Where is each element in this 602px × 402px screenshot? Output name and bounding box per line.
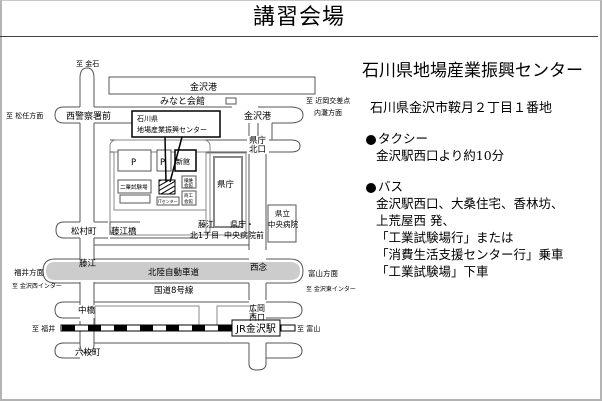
label-nishi-keisatsu: 西警察署前 bbox=[66, 110, 111, 122]
access-line: 「工業試験場」下車 bbox=[376, 264, 489, 279]
label-hospital-2: 中央病院 bbox=[268, 219, 298, 229]
label-shoko-1: 商工 bbox=[184, 192, 193, 199]
label-fukui-houmen: 福井方面 bbox=[14, 267, 44, 277]
label-kencho-kitaguchi-1: 県庁 bbox=[249, 135, 267, 146]
label-kencho-stop: 県庁・ bbox=[230, 219, 254, 229]
parking-2 bbox=[156, 149, 172, 172]
label-shinkan: 新館 bbox=[176, 157, 190, 166]
access-mode: タクシー bbox=[378, 131, 429, 146]
page-title: 講習会場 bbox=[0, 0, 598, 37]
label-kanazawa-nishi-ic: 至 金沢西インター bbox=[12, 282, 62, 290]
venue-name: 石川県地場産業振興センター bbox=[362, 61, 583, 81]
access-line: 「工業試験場行」または bbox=[376, 230, 514, 245]
minato-kaikan-icon bbox=[225, 97, 237, 105]
label-kencho: 県庁 bbox=[217, 179, 235, 190]
label-toyama-houmen: 富山方面 bbox=[308, 268, 338, 278]
label-to-chikaoka: 至 近岡交差点 bbox=[306, 96, 350, 105]
label-minato-kaikan: みなと会館 bbox=[160, 95, 205, 107]
venue-building bbox=[158, 179, 176, 195]
kencho-outer bbox=[205, 152, 247, 236]
road-route8-lower bbox=[93, 283, 267, 300]
label-to-fukui: 至 福井 bbox=[32, 324, 55, 333]
label-it-center: ITセンター bbox=[158, 198, 178, 204]
label-hokuriku-expressway: 北陸自動車道 bbox=[148, 267, 200, 278]
label-fujiebashi: 藤江橋 bbox=[111, 226, 137, 237]
road-nakahashi bbox=[54, 301, 303, 321]
jr-railway bbox=[60, 324, 296, 332]
parking-1 bbox=[117, 149, 152, 172]
label-nido-shikenjo: 二業試験場 bbox=[120, 183, 148, 191]
callout-line-2: 地場産業振興センター bbox=[137, 125, 207, 134]
road-fujie-link bbox=[93, 244, 250, 260]
access-line: 金沢駅西口、大桑住宅、香林坊、 bbox=[376, 196, 564, 211]
road-nishikeisatsu bbox=[54, 106, 304, 124]
label-fujie-stop: 藤江 bbox=[198, 219, 214, 229]
access-taxi: タクシー 金沢駅西口より約10分 bbox=[362, 130, 594, 164]
bullet-icon bbox=[366, 134, 376, 145]
label-jr-kanazawa: JR金沢駅 bbox=[235, 322, 276, 335]
route8-outline bbox=[42, 258, 304, 284]
label-hospital-1: 県立 bbox=[275, 208, 290, 218]
venue-callout bbox=[131, 110, 221, 138]
access-bus: バス 金沢駅西口、大桑住宅、香林坊、 上荒屋西 発、 「工業試験場行」または 「… bbox=[362, 178, 594, 280]
label-hirooka-1: 広岡 bbox=[249, 303, 265, 313]
shoko-kaikan-building bbox=[181, 190, 197, 206]
access-line: 金沢駅西口より約10分 bbox=[376, 148, 505, 163]
bullet-icon bbox=[366, 182, 376, 193]
hokuriku-expressway bbox=[46, 262, 300, 280]
access-mode: バス bbox=[378, 179, 404, 194]
label-kencho-kitaguchi-2: 北口 bbox=[249, 145, 266, 155]
road-rokumaimachi bbox=[54, 342, 303, 371]
venue-info: 石川県地場産業振興センター 石川県金沢市鞍月２丁目１番地 タクシー 金沢駅西口よ… bbox=[362, 56, 594, 280]
venue-address: 石川県金沢市鞍月２丁目１番地 bbox=[370, 101, 553, 116]
label-kanazawa-higashi-ic: 至 金沢東インター bbox=[306, 285, 356, 293]
label-route8: 国道8号線 bbox=[154, 285, 194, 296]
label-kanazawako-block: 金沢港 bbox=[190, 81, 217, 93]
label-nakahashi: 中橋 bbox=[78, 305, 96, 316]
label-to-kanaiwa: 至 金石 bbox=[76, 59, 99, 68]
label-hirooka-2: 西口 bbox=[249, 313, 265, 322]
kencho-block bbox=[213, 156, 243, 228]
label-kita1: 北1丁目 bbox=[190, 231, 219, 240]
sen-i-kaikan-building bbox=[181, 175, 197, 189]
jr-kanazawa-station bbox=[231, 319, 281, 337]
callout-line-1: 石川県 bbox=[137, 115, 158, 123]
label-chuo-byoin-mae: 中央病院前 bbox=[224, 230, 264, 240]
label-uchinada: 内灘方面 bbox=[314, 108, 342, 117]
access-line: 上荒屋西 発、 bbox=[376, 213, 455, 228]
callout-pointer bbox=[164, 136, 183, 183]
block-center bbox=[109, 139, 211, 236]
it-center-building bbox=[156, 196, 180, 206]
label-to-matsunin: 至 松任方面 bbox=[6, 111, 43, 120]
hospital-building bbox=[267, 204, 297, 243]
label-matsumuramachi: 松村町 bbox=[71, 226, 97, 237]
label-parking-2: P bbox=[160, 158, 165, 168]
label-parking-1: P bbox=[131, 158, 136, 168]
access-line: 「消費生活支援センター行」乗車 bbox=[376, 247, 564, 262]
block-kanazawako bbox=[108, 76, 316, 95]
label-kanazawako-road: 金沢港 bbox=[244, 110, 271, 122]
label-rokumaimachi: 六枚町 bbox=[75, 347, 101, 358]
road-matsumura bbox=[55, 221, 198, 239]
label-sen-i-2: 会館 bbox=[184, 182, 193, 189]
nido-shikenjo-building bbox=[117, 179, 152, 194]
nido-annex bbox=[119, 194, 151, 204]
label-fujie: 藤江 bbox=[79, 258, 97, 269]
label-to-toyama: 至 富山 bbox=[297, 324, 320, 333]
label-sainen: 西念 bbox=[250, 262, 268, 273]
label-shoko-2: 会館 bbox=[184, 198, 193, 205]
road-kencho-vertical bbox=[248, 123, 273, 250]
label-sen-i-1: 繊維 bbox=[184, 177, 193, 184]
